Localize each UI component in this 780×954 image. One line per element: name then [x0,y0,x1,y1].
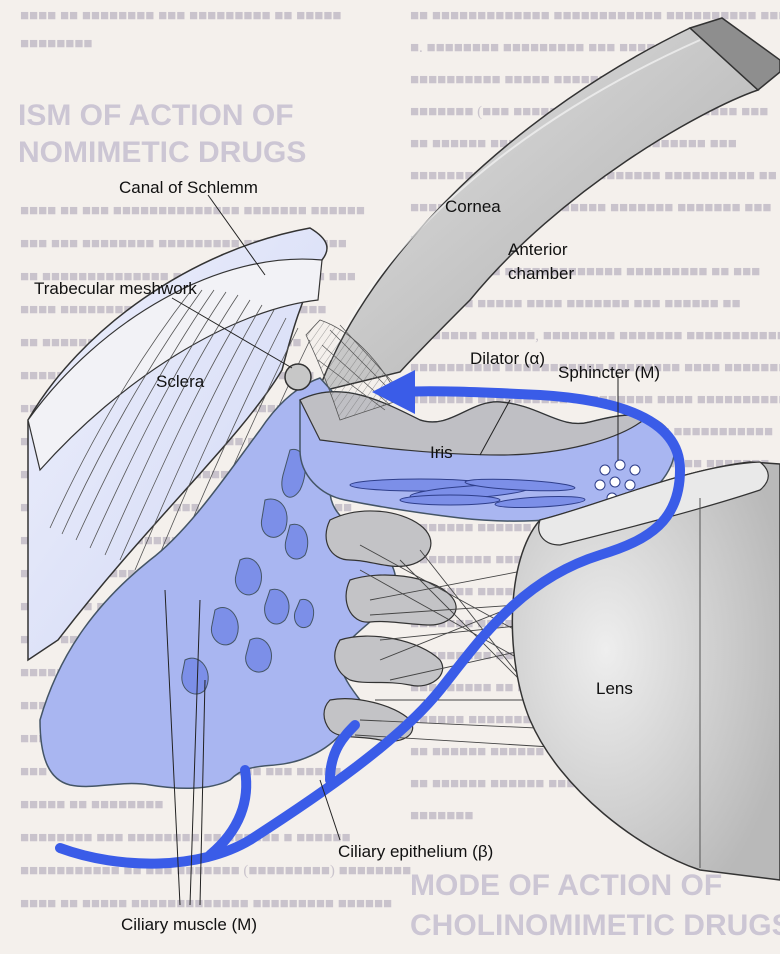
label-anterior-chamber-line1: Anterior [508,240,568,259]
background-left-heading-line2: NOMIMETIC DRUGS [18,136,306,169]
lens [512,462,780,880]
svg-text:■■■■■ ■■ ■■■■■■■■: ■■■■■ ■■ ■■■■■■■■ [20,797,163,813]
label-ciliary-muscle: Ciliary muscle (M) [121,915,257,934]
label-sclera: Sclera [156,372,205,391]
svg-text:■■■■■■■■ ■■■ ■■■■■■■■ ■■ ■■■■■: ■■■■■■■■ ■■■ ■■■■■■■■ ■■ ■■■■■■ ■ ■■■■■■ [20,830,351,846]
canal-of-schlemm [285,364,311,390]
label-canal-of-schlemm: Canal of Schlemm [119,178,258,197]
svg-text:■■■■■■■■■■■ ■■ ■■■ ■■■■■■■ (■■: ■■■■■■■■■■■ ■■ ■■■ ■■■■■■■ (■■■■■■■■■) ■… [20,863,411,879]
label-lens: Lens [596,679,633,698]
svg-text:■■■■■■■■: ■■■■■■■■ [20,36,92,52]
svg-text:■■ ■■■■■ ■■■■■■, ■■■■■■■■ ■■■■: ■■ ■■■■■ ■■■■■■, ■■■■■■■■ ■■■■■■■ ■■■■■■… [410,328,780,344]
svg-text:■■■■■■■: ■■■■■■■ [410,808,473,824]
svg-text:■■■■ ■■ ■■■■■■■■ ■■■ ■■■■■■■■■: ■■■■ ■■ ■■■■■■■■ ■■■ ■■■■■■■■■ ■■ ■■■■■ [20,8,341,24]
svg-text:■■■■ ■■ ■■■■■ ■■■■■■■■■■■■■ ■■: ■■■■ ■■ ■■■■■ ■■■■■■■■■■■■■ ■■■■■■■■■ ■■… [20,896,392,912]
background-right-heading-line1: MODE OF ACTION OF [410,869,722,902]
label-sphincter: Sphincter (M) [558,363,660,382]
background-right-heading-line2: CHOLINOMIMETIC DRUGS [410,909,780,942]
label-trabecular-meshwork: Trabecular meshwork [34,279,197,298]
label-dilator: Dilator (α) [470,349,545,368]
label-ciliary-epithelium: Ciliary epithelium (β) [338,842,493,861]
label-anterior-chamber-line2: chamber [508,264,574,283]
label-iris: Iris [430,443,453,462]
label-cornea: Cornea [445,197,501,216]
svg-text:■■■■ ■■ ■■■ ■■■■■■■■■■■■■■ ■■■: ■■■■ ■■ ■■■ ■■■■■■■■■■■■■■ ■■■■■■■ ■■■■■… [20,203,365,219]
background-left-heading-line1: ISM OF ACTION OF [18,99,294,132]
